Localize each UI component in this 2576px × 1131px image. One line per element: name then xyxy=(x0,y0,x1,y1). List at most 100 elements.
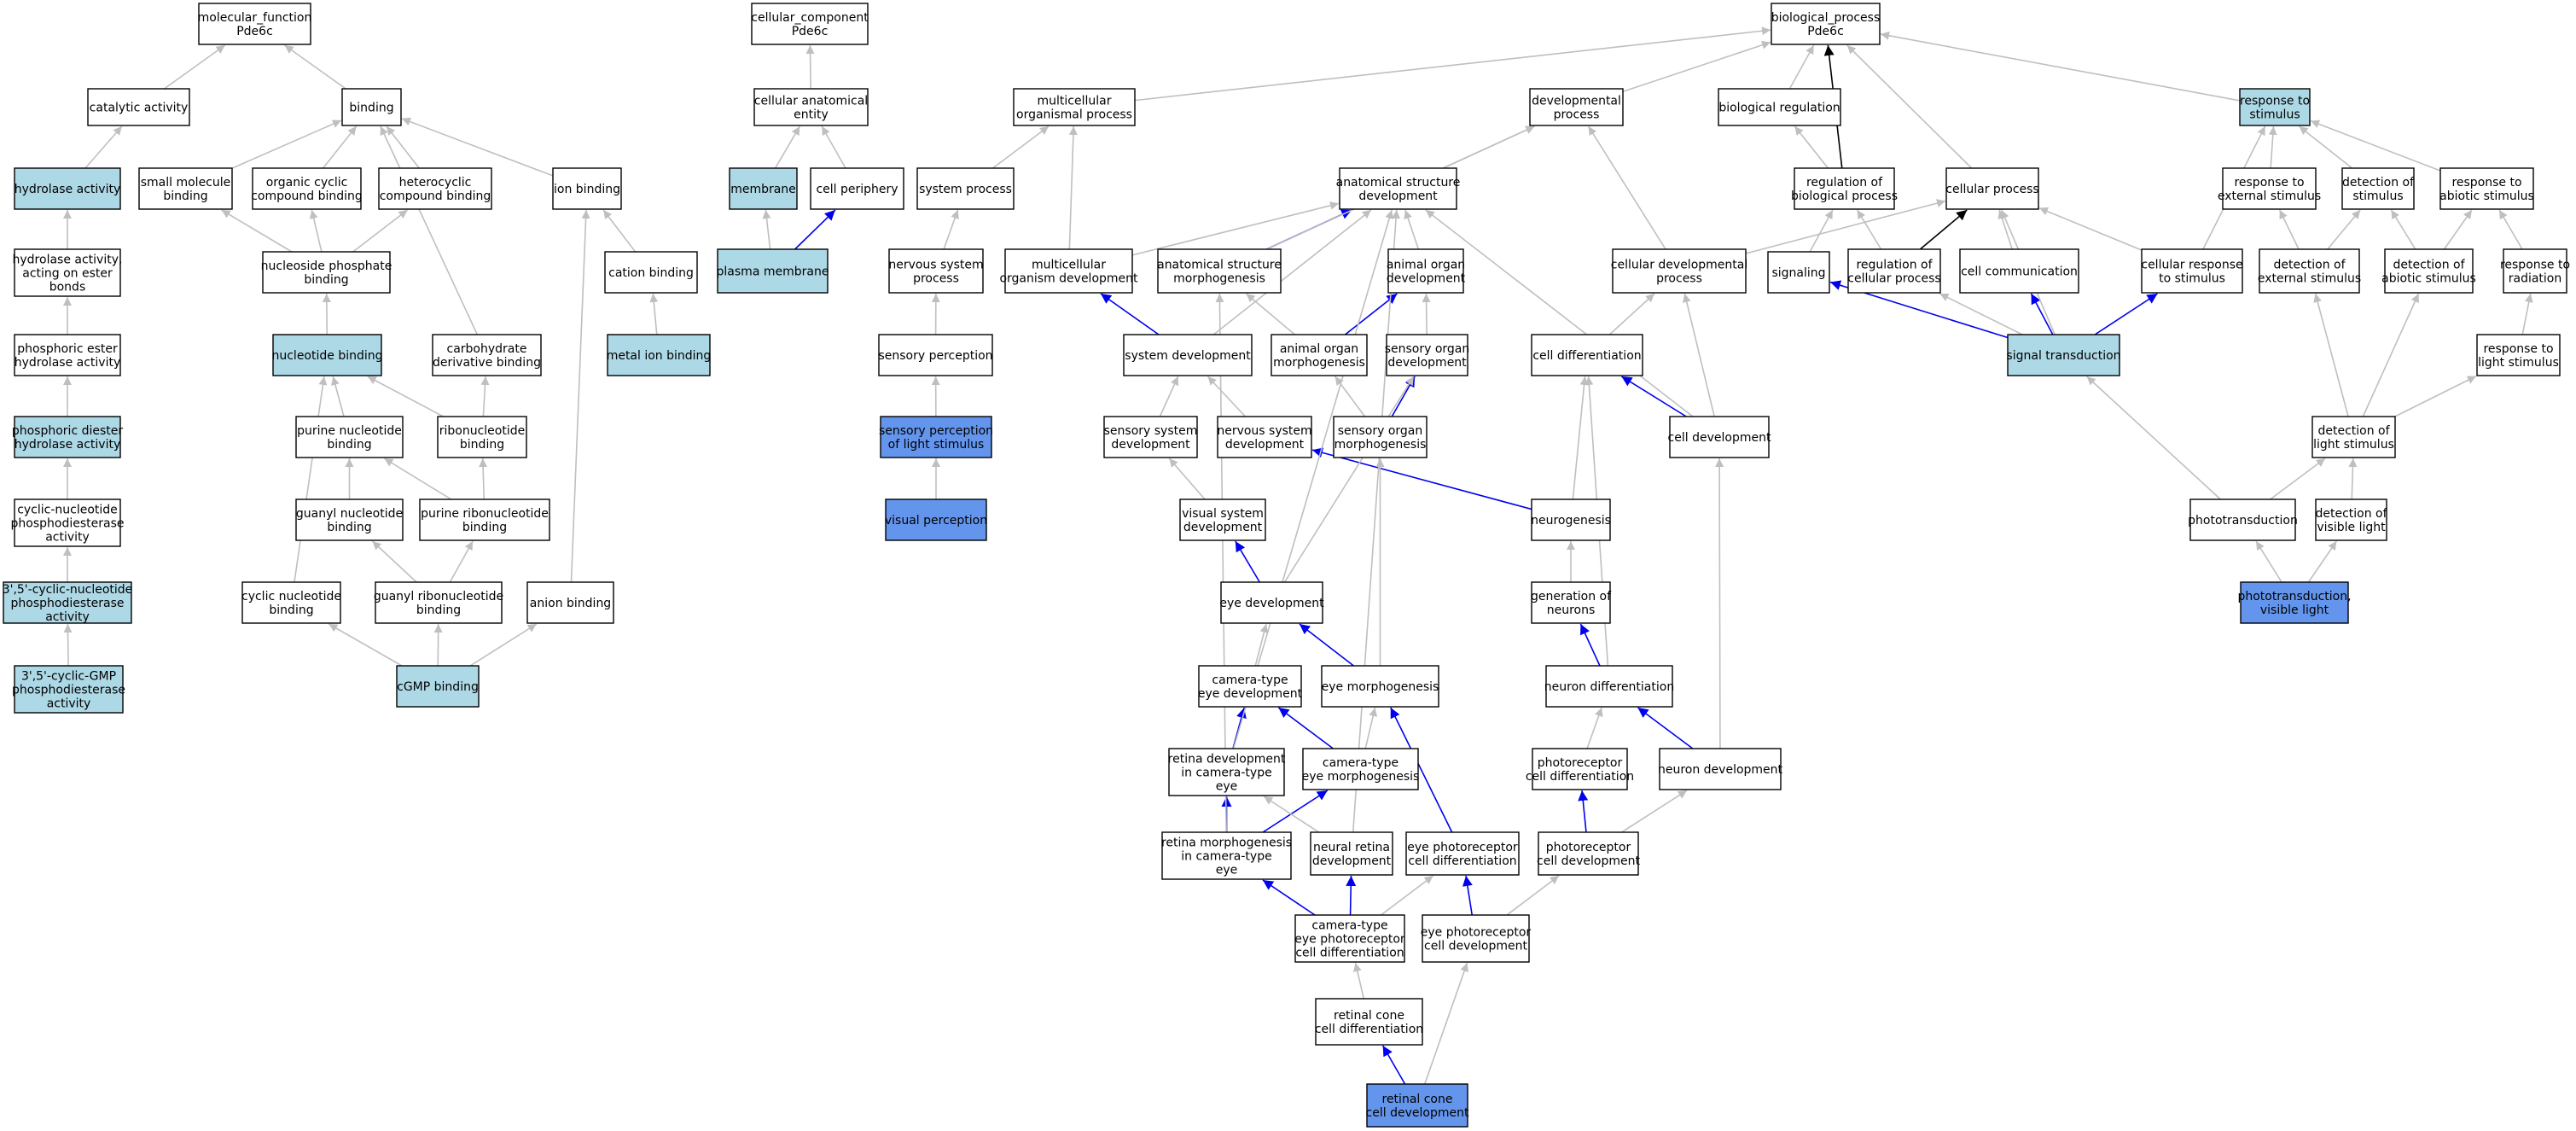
term-node-hydrolase-activity[interactable]: hydrolase activity xyxy=(14,167,121,210)
term-node-system-process[interactable]: system process xyxy=(916,167,1015,210)
term-node-neurogenesis[interactable]: neurogenesis xyxy=(1531,498,1611,541)
term-node-eye-development[interactable]: eye development xyxy=(1219,581,1324,624)
term-node-cell-communication[interactable]: cell communication xyxy=(1959,248,2079,294)
edge-guanylribo-to-purribo xyxy=(449,540,474,583)
term-node-ion-binding[interactable]: ion binding xyxy=(552,167,622,210)
edge-photodev-to-photodiff xyxy=(1578,790,1589,833)
term-node-cellular-process[interactable]: cellular process xyxy=(1945,167,2039,210)
term-node-phototransduction[interactable]: phototransduction xyxy=(2188,498,2298,541)
term-node-eye-morphogenesis[interactable]: eye morphogenesis xyxy=(1321,665,1439,708)
term-node-3-5-cyclic-gmp-phosphodiesterase-activity[interactable]: 3',5'-cyclic-GMPphosphodiesteraseactivit… xyxy=(12,665,125,714)
term-node-cgmp-binding[interactable]: cGMP binding xyxy=(396,665,480,708)
term-box xyxy=(252,167,362,210)
term-node-metal-ion-binding[interactable]: metal ion binding xyxy=(607,334,712,376)
term-node-visual-perception[interactable]: visual perception xyxy=(885,498,987,541)
term-node-cation-binding[interactable]: cation binding xyxy=(604,251,698,294)
term-node-sensory-perception[interactable]: sensory perception xyxy=(878,334,993,376)
term-node-membrane[interactable]: membrane xyxy=(729,167,798,210)
term-node-plasma-membrane[interactable]: plasma membrane xyxy=(717,248,829,294)
term-node-neuron-differentiation[interactable]: neuron differentiation xyxy=(1544,665,1674,708)
term-label-line: ribonucleotide xyxy=(439,424,526,438)
term-node-cell-development[interactable]: cell development xyxy=(1668,416,1771,458)
term-node-neuron-development[interactable]: neuron development xyxy=(1658,748,1783,790)
term-node-binding[interactable]: binding xyxy=(341,88,402,126)
edge-hetero-to-binding xyxy=(386,125,420,169)
term-node-system-development[interactable]: system development xyxy=(1123,334,1253,376)
term-node-signal-transduction[interactable]: signal transduction xyxy=(2006,334,2121,376)
term-node-phototransduction-visible-light[interactable]: phototransduction,visible light xyxy=(2237,581,2352,624)
term-node-signaling[interactable]: signaling xyxy=(1767,251,1830,294)
term-box xyxy=(1294,914,1405,963)
term-node-anion-binding[interactable]: anion binding xyxy=(526,581,614,624)
term-node-nucleotide-binding[interactable]: nucleotide binding xyxy=(271,334,383,376)
term-label-line: cell communication xyxy=(1961,265,2078,279)
term-label-line: organism development xyxy=(999,272,1138,286)
term-node-cell-differentiation[interactable]: cell differentiation xyxy=(1531,334,1643,376)
term-node-3-5-cyclic-nucleotide-phosphodiesterase-activity[interactable]: 3',5'-cyclic-nucleotidephosphodiesterase… xyxy=(3,581,133,624)
term-node-cell-periphery[interactable]: cell periphery xyxy=(810,167,904,210)
term-node-biological-regulation[interactable]: biological regulation xyxy=(1718,88,1841,126)
term-node-catalytic-activity[interactable]: catalytic activity xyxy=(87,88,190,126)
term-node-cyclic-nucleotide-phosphodiesterase-activity[interactable]: cyclic-nucleotidephosphodiesteraseactivi… xyxy=(11,498,125,547)
